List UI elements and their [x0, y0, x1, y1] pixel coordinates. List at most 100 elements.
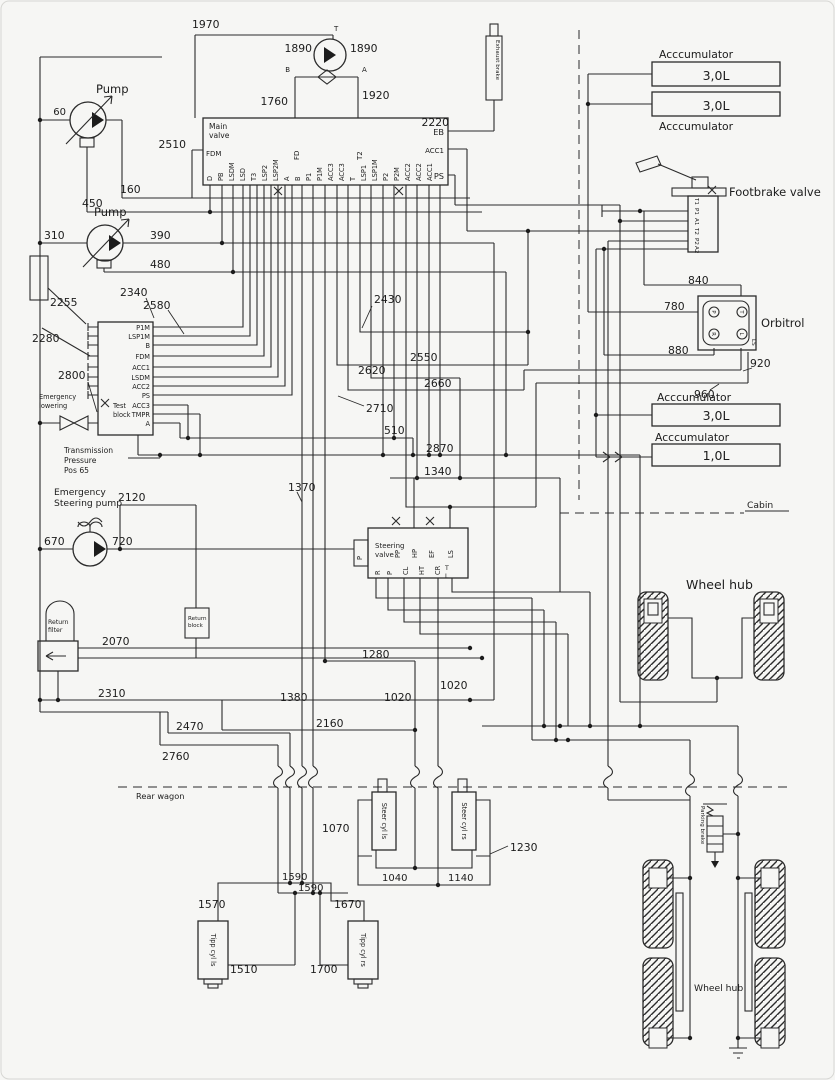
emergency-lowering-label-1: Emergency	[39, 393, 76, 401]
svg-text:A: A	[145, 420, 150, 428]
tipp-cylinder-left: Tipp cyl ls	[197, 920, 229, 989]
svg-text:ACC2: ACC2	[415, 163, 423, 181]
svg-text:T2: T2	[693, 227, 699, 235]
junction-dots	[37, 101, 741, 1041]
flow-arrows	[602, 451, 623, 463]
pipe-label-1380: 1380	[280, 691, 308, 704]
pipe-label-1340: 1340	[424, 465, 452, 478]
svg-text:CR: CR	[434, 565, 442, 575]
pipe-label-920: 920	[750, 357, 771, 370]
svg-text:PP: PP	[394, 550, 402, 558]
steering-valve: Steering valve P PP HP EF LS R P CL HT C…	[353, 527, 469, 580]
svg-text:ACC3: ACC3	[132, 402, 150, 410]
pipe-label-510: 510	[384, 424, 405, 437]
svg-text:A1: A1	[693, 218, 699, 226]
svg-text:T: T	[444, 565, 449, 572]
wheel-hub-rear-label: Wheel hub	[694, 983, 743, 994]
svg-text:LSP2: LSP2	[261, 165, 269, 181]
svg-text:CL: CL	[402, 566, 410, 575]
pipe-label-2870: 2870	[426, 442, 454, 455]
footbrake-valve: T1 P1 A1 T2 P2 A2 Footbrake valve	[635, 155, 821, 253]
pump-1	[65, 95, 113, 148]
svg-text:Transmission: Transmission	[63, 446, 113, 455]
svg-text:LSP1M: LSP1M	[371, 159, 379, 181]
pipe-label-310: 310	[44, 229, 65, 242]
svg-text:D: D	[206, 176, 214, 181]
emergency-pump-label-2: Steering pump	[54, 498, 122, 509]
svg-text:ACC1: ACC1	[426, 163, 434, 181]
svg-text:HT: HT	[418, 565, 426, 575]
fan-motor	[313, 38, 347, 85]
pipe-label-2280: 2280	[32, 332, 60, 345]
pipe-label-1670: 1670	[334, 898, 362, 911]
accumulator-3-label: Acccumulator	[657, 391, 732, 404]
svg-text:Return: Return	[188, 616, 207, 622]
wheel-hub-rear: Wheel hub	[642, 859, 786, 1049]
pipe-label-480: 480	[150, 258, 171, 271]
pump-2	[82, 218, 130, 269]
frame-boundaries	[118, 30, 792, 788]
steering-valve-title-1: Steering	[375, 542, 405, 550]
test-block-title-1: Test	[112, 402, 126, 410]
svg-text:LSDM: LSDM	[131, 374, 150, 382]
svg-text:ACC1: ACC1	[132, 364, 150, 372]
wheel-hub-front: Wheel hub	[637, 577, 785, 681]
footbrake-valve-label: Footbrake valve	[729, 185, 821, 199]
svg-text:LSP1M: LSP1M	[128, 333, 150, 341]
pump-1-label: Pump	[96, 82, 129, 96]
main-valve-title-1: Main	[209, 122, 227, 131]
pipe-label-1970: 1970	[192, 18, 220, 31]
emergency-pump-label-1: Emergency	[54, 487, 106, 498]
svg-text:ACC2: ACC2	[132, 383, 150, 391]
svg-text:PB: PB	[217, 172, 225, 181]
pipe-labels: 1970 1890 1890 T B A 1760 1920 2220 2510…	[32, 18, 771, 976]
exhaust-brake-label: Exhaust brake	[494, 40, 500, 81]
svg-text:Steer cyl rs: Steer cyl rs	[460, 802, 468, 840]
svg-text:block: block	[188, 623, 204, 629]
steering-port-p-left: P	[356, 556, 364, 560]
svg-text:T: T	[349, 176, 357, 182]
svg-text:PS: PS	[142, 392, 150, 400]
svg-text:HP: HP	[411, 549, 419, 558]
pipe-label-1020-a: 1020	[384, 691, 412, 704]
pipe-label-1590-a: 1590	[282, 872, 307, 883]
pipe-label-1370: 1370	[288, 481, 316, 494]
emergency-lowering-label-2: lowering	[39, 402, 67, 410]
wheel-hub-front-label: Wheel hub	[686, 577, 753, 592]
steer-cylinder-right: Steer cyl rs	[451, 778, 491, 857]
pipe-label-1890-left: 1890	[285, 42, 313, 55]
svg-text:Tipp cyl ls: Tipp cyl ls	[209, 933, 217, 967]
pipe-label-2310: 2310	[98, 687, 126, 700]
pipe-label-1920: 1920	[362, 89, 390, 102]
plug-x-marks	[100, 185, 717, 526]
pipe-label-880: 880	[668, 344, 689, 357]
pipe-label-60: 60	[53, 107, 66, 118]
main-valve-port-fdm: FDM	[206, 150, 221, 158]
svg-text:P1: P1	[693, 208, 699, 215]
svg-text:P2: P2	[382, 173, 390, 181]
main-valve: Main valve FDM FD T2 EB ACC1 PS D PB LSD…	[202, 117, 449, 186]
pipe-label-840: 840	[688, 274, 709, 287]
accumulator-4-size: 1,0L	[703, 448, 730, 463]
svg-text:ACC3: ACC3	[327, 163, 335, 181]
motor-port-t: T	[333, 25, 339, 33]
return-block: Return block	[184, 607, 210, 639]
pipe-label-2255: 2255	[50, 296, 77, 309]
pipe-label-1230: 1230	[510, 841, 538, 854]
svg-text:LSP2M: LSP2M	[272, 159, 280, 181]
svg-text:P2M: P2M	[393, 167, 401, 181]
pipe-label-1040: 1040	[382, 873, 407, 884]
svg-text:B: B	[294, 176, 302, 181]
emergency-lowering-valve: Emergency lowering	[39, 393, 89, 431]
pipe-label-960: 960	[694, 388, 715, 401]
main-valve-port-ps: PS	[434, 171, 444, 181]
svg-text:ACC3: ACC3	[338, 163, 346, 181]
main-valve-port-eb: EB	[433, 127, 444, 137]
orbitrol-port-l: L	[738, 333, 744, 336]
svg-text:Pressure: Pressure	[64, 456, 97, 465]
svg-text:P1: P1	[305, 173, 313, 181]
svg-text:P: P	[386, 571, 394, 575]
svg-text:B: B	[145, 342, 150, 350]
parking-brake-label: Parking brake	[699, 806, 705, 845]
